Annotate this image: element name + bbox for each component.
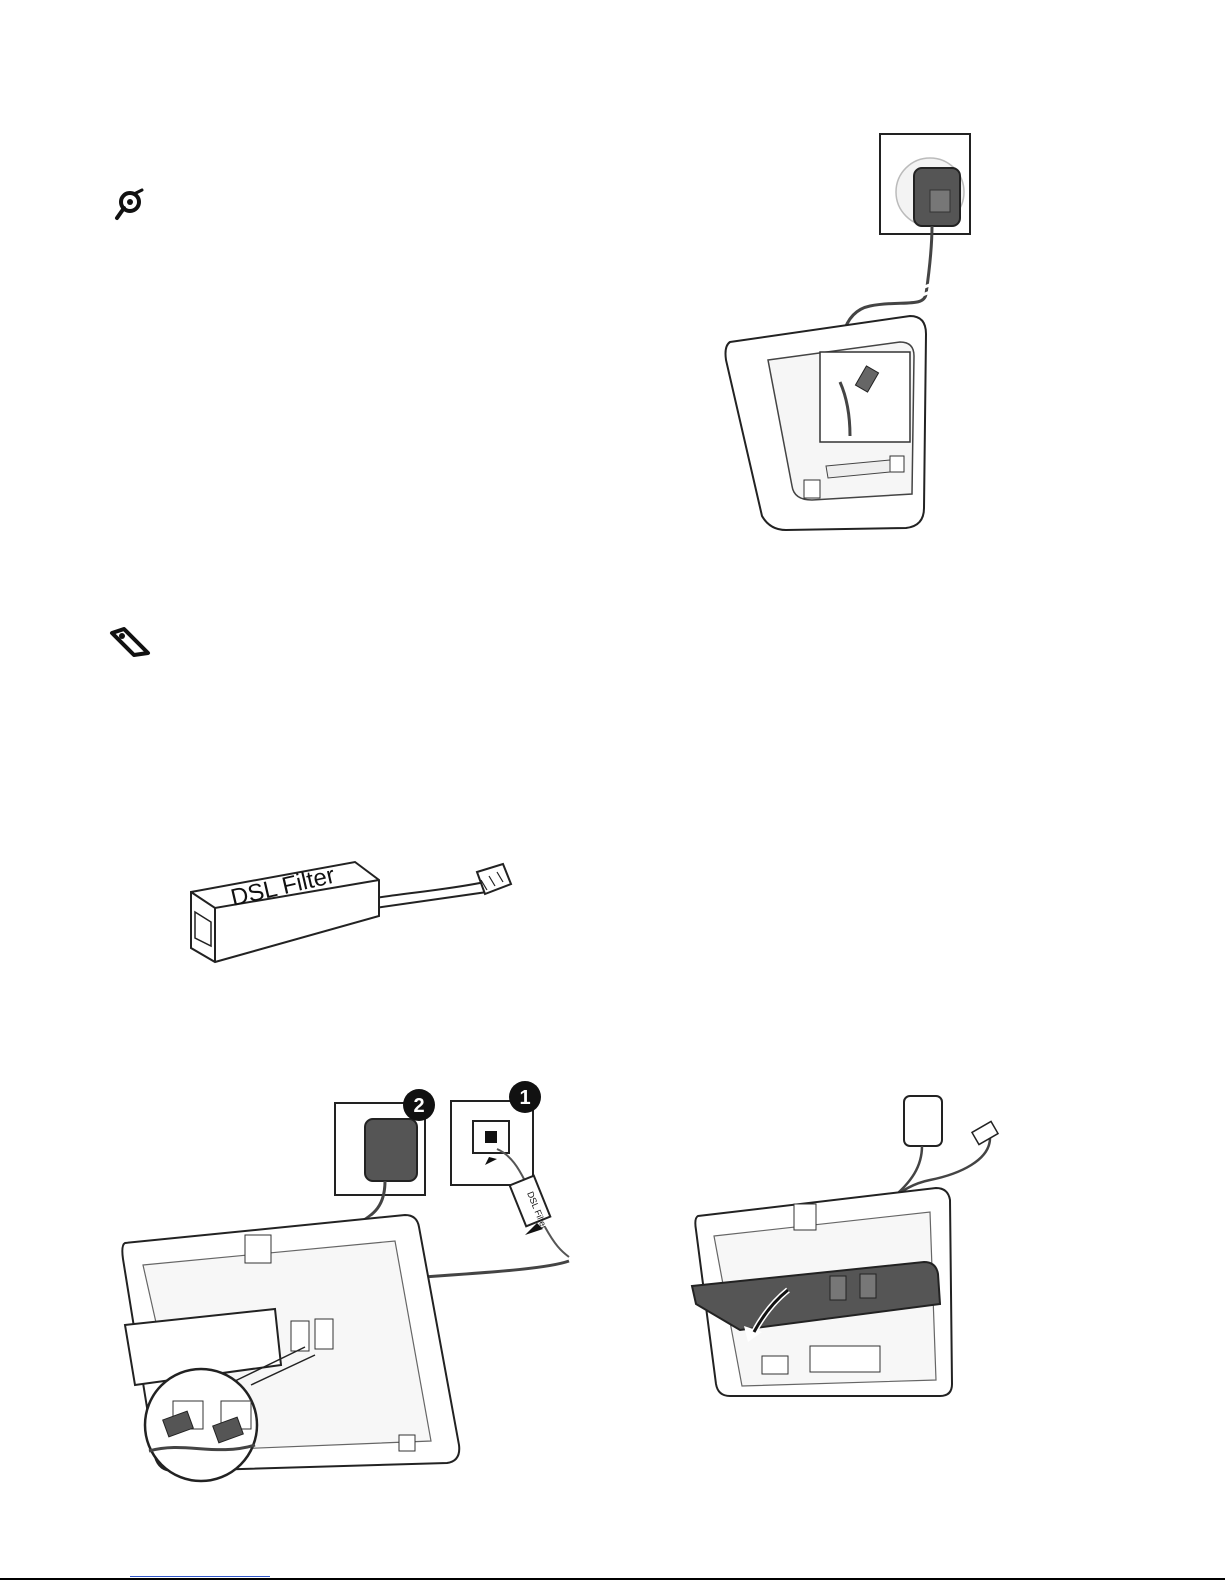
figure-power-adapter-wall — [700, 120, 1000, 550]
step-1-badge: 1 — [519, 1087, 530, 1109]
figure-dsl-filter: DSL Filter — [185, 850, 525, 975]
note-icon — [108, 627, 152, 657]
page-bottom-rule — [0, 1578, 1225, 1580]
figure-close-cover — [690, 1090, 990, 1400]
figure-connection-steps: 2 1 DSL Filter — [115, 1085, 585, 1505]
step-2-badge: 2 — [413, 1095, 424, 1117]
footer-link-underline — [130, 1576, 270, 1577]
tip-icon — [112, 188, 146, 222]
